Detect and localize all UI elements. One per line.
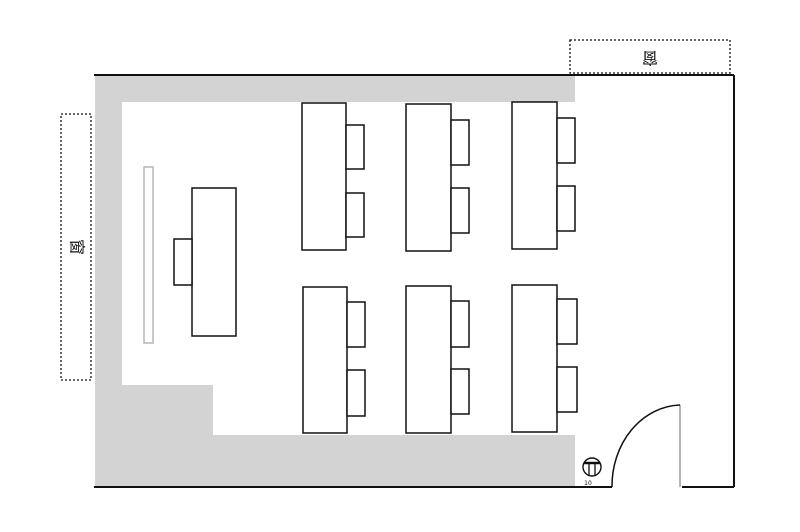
student-desk xyxy=(405,103,470,252)
window-top: 窗 xyxy=(569,39,731,74)
chair xyxy=(450,187,470,234)
student-desk xyxy=(302,286,366,434)
student-desk xyxy=(511,284,578,433)
chair xyxy=(556,117,576,164)
window-left-label: 窗 xyxy=(68,239,87,255)
student-desk xyxy=(405,285,470,434)
chair xyxy=(346,301,366,348)
chair xyxy=(450,368,470,415)
student-desk xyxy=(511,101,576,250)
window-left: 窗 xyxy=(60,113,92,381)
shaded-top-strip xyxy=(95,75,575,102)
door xyxy=(606,404,682,489)
fixture-number: 10 xyxy=(584,480,592,487)
shaded-corner-block xyxy=(95,385,213,487)
chair xyxy=(346,369,366,417)
door-swing-icon xyxy=(611,404,681,488)
faucet-icon xyxy=(582,457,602,477)
student-desk xyxy=(301,102,365,251)
teacher-desk xyxy=(173,187,237,337)
chair xyxy=(556,366,578,413)
student-desks xyxy=(301,101,578,434)
chair xyxy=(556,185,576,232)
blackboard xyxy=(143,166,154,344)
shaded-zones xyxy=(95,75,575,487)
chair xyxy=(345,192,365,238)
teacher-desk-top xyxy=(191,187,237,337)
chair xyxy=(556,298,578,345)
window-top-label: 窗 xyxy=(642,49,658,68)
chair xyxy=(345,124,365,170)
teacher-chair xyxy=(173,238,193,286)
chair xyxy=(450,119,470,166)
chair xyxy=(450,300,470,348)
